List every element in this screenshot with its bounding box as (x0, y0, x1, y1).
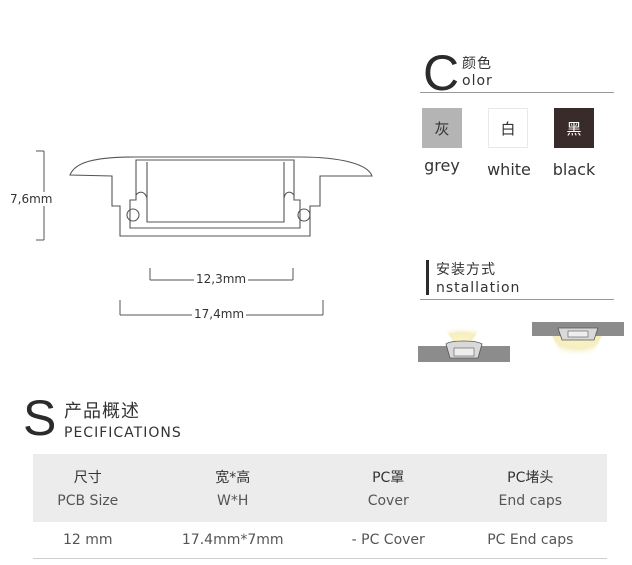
spec-section-letter: S (23, 390, 57, 446)
spec-header-cn: 宽*高 (215, 470, 251, 486)
swatch-black-cn: 黑 (566, 119, 582, 138)
swatch-white: 白 (488, 108, 528, 148)
spec-section-title-en: PECIFICATIONS (64, 425, 182, 441)
spec-header-en: W*H (217, 493, 249, 509)
spec-header-cn: 尺寸 (73, 470, 102, 486)
installation-illustration-surface (530, 318, 625, 368)
color-section-title-cn: 颜色 (462, 56, 492, 72)
spec-section-title-cn: 产品概述 (64, 401, 140, 422)
spec-table: 尺寸 PCB Size 宽*高 W*H PC罩 Cover PC堵头 End c… (33, 454, 607, 559)
swatch-grey: 灰 (422, 108, 462, 148)
spec-header-en: End caps (498, 493, 563, 509)
installation-section-rule (420, 299, 614, 300)
profile-drawing (0, 140, 400, 330)
spec-header-cn: PC罩 (372, 470, 405, 486)
spec-header-en: PCB Size (57, 493, 119, 509)
spec-header-cn: PC堵头 (507, 470, 554, 486)
color-section-title-en: olor (462, 73, 493, 89)
swatch-white-cn: 白 (500, 119, 516, 138)
spec-cell-wh: 17.4mm*7mm (142, 522, 323, 559)
height-dimension-label: 7,6mm (8, 192, 55, 206)
installation-illustration-recessed (416, 318, 511, 368)
swatch-black: 黑 (554, 108, 594, 148)
spec-header-wh: 宽*高 W*H (142, 454, 323, 522)
swatch-black-label: black (552, 160, 596, 179)
installation-section-letter (426, 260, 429, 295)
color-section-letter: C (423, 45, 460, 101)
spec-header-en: Cover (367, 493, 409, 509)
swatch-grey-cn: 灰 (434, 119, 450, 138)
spec-header-pcb-size: 尺寸 PCB Size (33, 454, 143, 522)
spec-cell-end-caps: PC End caps (453, 522, 607, 559)
spec-header-cover: PC罩 Cover (322, 454, 454, 522)
outer-width-dimension-label: 17,4mm (192, 307, 247, 321)
spec-header-end-caps: PC堵头 End caps (453, 454, 607, 522)
spec-cell-cover: - PC Cover (322, 522, 454, 559)
inner-width-dimension-label: 12,3mm (194, 272, 249, 286)
spec-cell-pcb-size: 12 mm (33, 522, 143, 559)
table-row: 12 mm 17.4mm*7mm - PC Cover PC End caps (33, 522, 607, 559)
profile-cross-section (36, 150, 373, 316)
swatch-white-label: white (487, 160, 531, 179)
installation-section-title-en: nstallation (436, 280, 521, 296)
swatch-grey-label: grey (424, 156, 460, 175)
installation-section-title-cn: 安装方式 (436, 262, 496, 278)
spec-table-header-row: 尺寸 PCB Size 宽*高 W*H PC罩 Cover PC堵头 End c… (33, 454, 607, 522)
color-section-rule (420, 92, 614, 93)
